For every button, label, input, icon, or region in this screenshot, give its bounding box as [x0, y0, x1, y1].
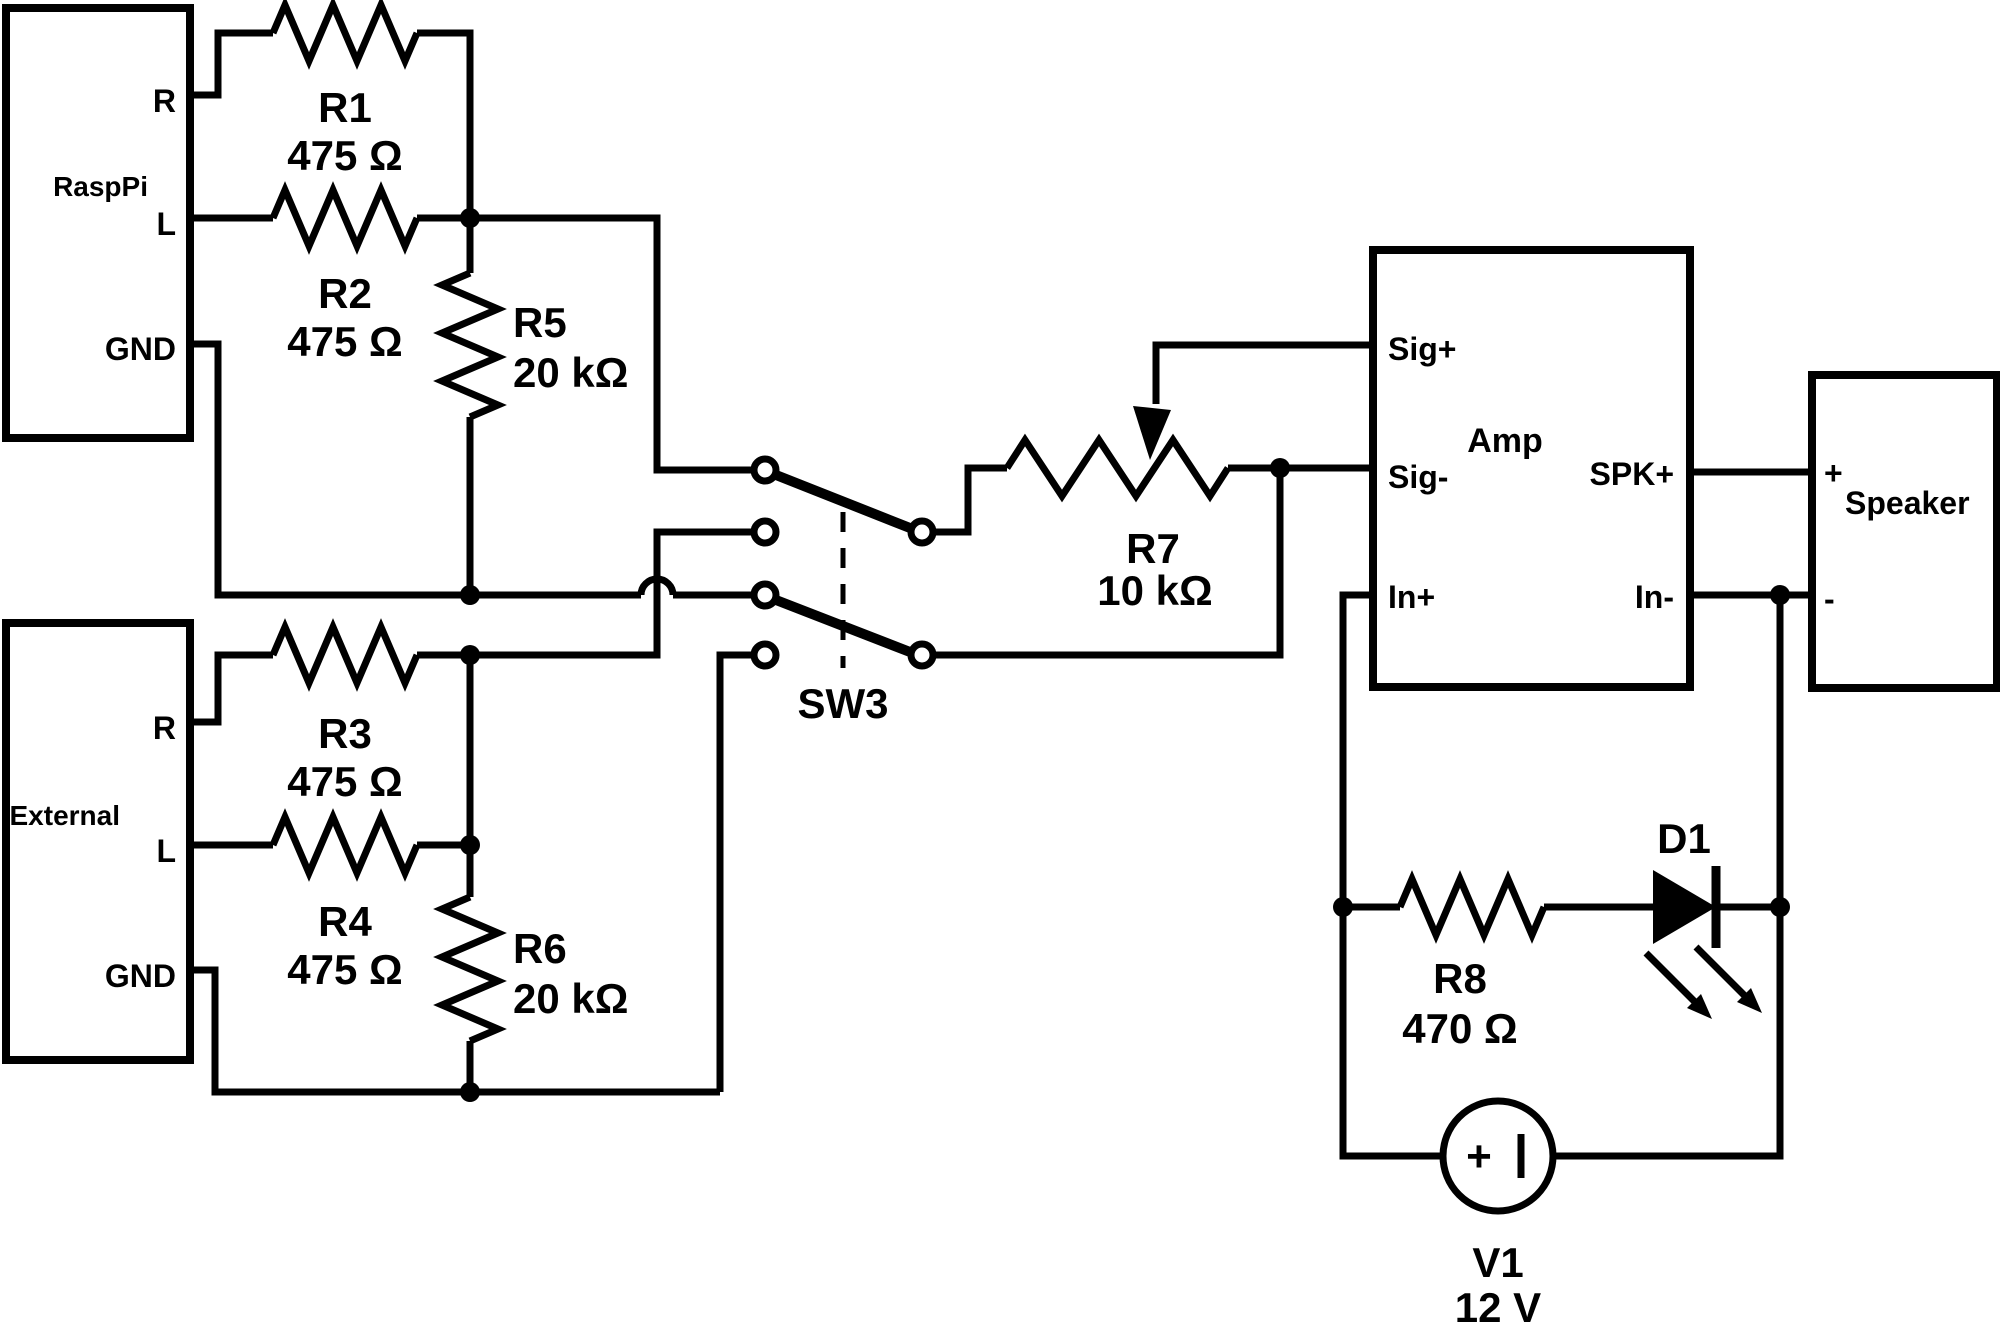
speaker-box [1808, 371, 2000, 692]
v1-plus-symbol: + [1466, 1132, 1492, 1181]
potentiometer-wiper-arrow-icon [1133, 406, 1171, 460]
wire-rasppi-r-to-r1 [190, 29, 273, 99]
r8-name: R8 [1433, 955, 1487, 1002]
rasppi-title: RaspPi [53, 171, 148, 202]
junction-dot [460, 1082, 480, 1102]
v1-name: V1 [1472, 1239, 1523, 1286]
wire-external-gnd [190, 966, 720, 1096]
rasppi-pin-gnd-label: GND [105, 331, 176, 367]
amp-pin-spk-plus-label: SPK+ [1590, 456, 1674, 492]
sw3-pole1-bar [771, 470, 915, 533]
r1-value: 475 Ω [287, 132, 402, 179]
amp-pin-in-plus-label: In+ [1388, 579, 1435, 615]
junction-dot [1270, 458, 1290, 478]
r4-value: 475 Ω [287, 946, 402, 993]
r8-value: 470 Ω [1402, 1005, 1517, 1052]
speaker-plus-label: + [1824, 455, 1843, 491]
junction-dot [460, 208, 480, 228]
junction-dot [460, 645, 480, 665]
d1-label: D1 [1657, 815, 1711, 862]
r2-name: R2 [318, 270, 372, 317]
amp-title: Amp [1467, 422, 1543, 460]
junction-dots [460, 208, 1790, 1102]
r6-name: R6 [513, 925, 567, 972]
junction-dot [460, 585, 480, 605]
junction-dot [1770, 585, 1790, 605]
amp-pin-in-minus-label: In- [1635, 579, 1674, 615]
d1-light-arrow-1 [1643, 950, 1700, 1007]
r2-value: 475 Ω [287, 318, 402, 365]
junction-dot [460, 835, 480, 855]
wire-r1-to-mix1 [417, 29, 474, 218]
v1-value: 12 V [1455, 1284, 1541, 1324]
d1-light-arrow-1-head [1687, 994, 1712, 1019]
voltage-source-v1 [1439, 1097, 1557, 1215]
v1-circle-icon [1439, 1097, 1557, 1215]
speaker-minus-label: - [1824, 581, 1835, 617]
resistor-r2 [269, 181, 421, 255]
wire-mix1-to-sw-contact1 [470, 214, 754, 474]
r3-name: R3 [318, 710, 372, 757]
r7-value: 10 kΩ [1097, 567, 1212, 614]
amp-pin-sig-minus-label: Sig- [1388, 459, 1448, 495]
wire-rasppi-gnd [190, 340, 641, 599]
junction-dot [1333, 897, 1353, 917]
sw3-contact-1 [750, 455, 780, 485]
r5-value: 20 kΩ [513, 349, 628, 396]
sw3-common-2 [907, 640, 937, 670]
sw3-label: SW3 [797, 680, 888, 727]
resistor-r4 [269, 808, 421, 882]
r6-value: 20 kΩ [513, 975, 628, 1022]
wire-minus-rail-to-v1 [1553, 595, 1784, 1160]
wire-in-plus-to-v1 [1339, 591, 1443, 1160]
sw3-common-1 [907, 517, 937, 547]
r1-name: R1 [318, 84, 372, 131]
wire-mix2-to-sw-contact2 [470, 528, 754, 659]
wire-gnd2-to-sw-contact4 [716, 651, 754, 1092]
switch-sw3 [750, 455, 937, 670]
speaker-title: Speaker [1845, 485, 1970, 521]
external-pin-gnd-label: GND [105, 958, 176, 994]
labels: RaspPi R L GND External R L GND R1 475 Ω… [10, 83, 1970, 1329]
wire-wiper-to-sig-plus [1152, 341, 1373, 404]
external-pin-r-label: R [153, 710, 176, 746]
external-pin-l-label: L [156, 833, 176, 869]
rasppi-pin-l-label: L [156, 206, 176, 242]
resistor-r8 [1396, 870, 1548, 944]
d1-triangle-icon [1653, 870, 1716, 944]
sw3-contact-4 [750, 640, 780, 670]
r3-value: 475 Ω [287, 758, 402, 805]
d1-light-arrow-2-head [1737, 988, 1762, 1013]
rasppi-box [2, 4, 194, 442]
sw3-contact-2 [750, 517, 780, 547]
amp-pin-sig-plus-label: Sig+ [1388, 331, 1456, 367]
sw3-contact-3 [750, 580, 780, 610]
diode-d1 [1643, 866, 1762, 1019]
resistor-r3 [269, 618, 421, 692]
wire-external-r-to-r3 [190, 651, 273, 726]
r4-name: R4 [318, 898, 372, 945]
rasppi-pin-r-label: R [153, 83, 176, 119]
d1-light-arrow-2 [1693, 944, 1750, 1001]
resistor-r1 [269, 0, 421, 70]
external-title: External [10, 800, 121, 831]
external-box [2, 619, 194, 1064]
potentiometer-r7 [1004, 433, 1231, 503]
r7-name: R7 [1126, 525, 1180, 572]
resistor-r6 [433, 893, 507, 1045]
resistor-r5 [433, 269, 507, 421]
wires [190, 29, 1812, 1160]
amp-box [1369, 246, 1694, 691]
resistors [269, 0, 1548, 1045]
wire-sw-common1-to-r7 [933, 464, 1007, 536]
r5-name: R5 [513, 299, 567, 346]
wire-sig-minus-to-sw-common2 [933, 468, 1284, 659]
junction-dot [1770, 897, 1790, 917]
